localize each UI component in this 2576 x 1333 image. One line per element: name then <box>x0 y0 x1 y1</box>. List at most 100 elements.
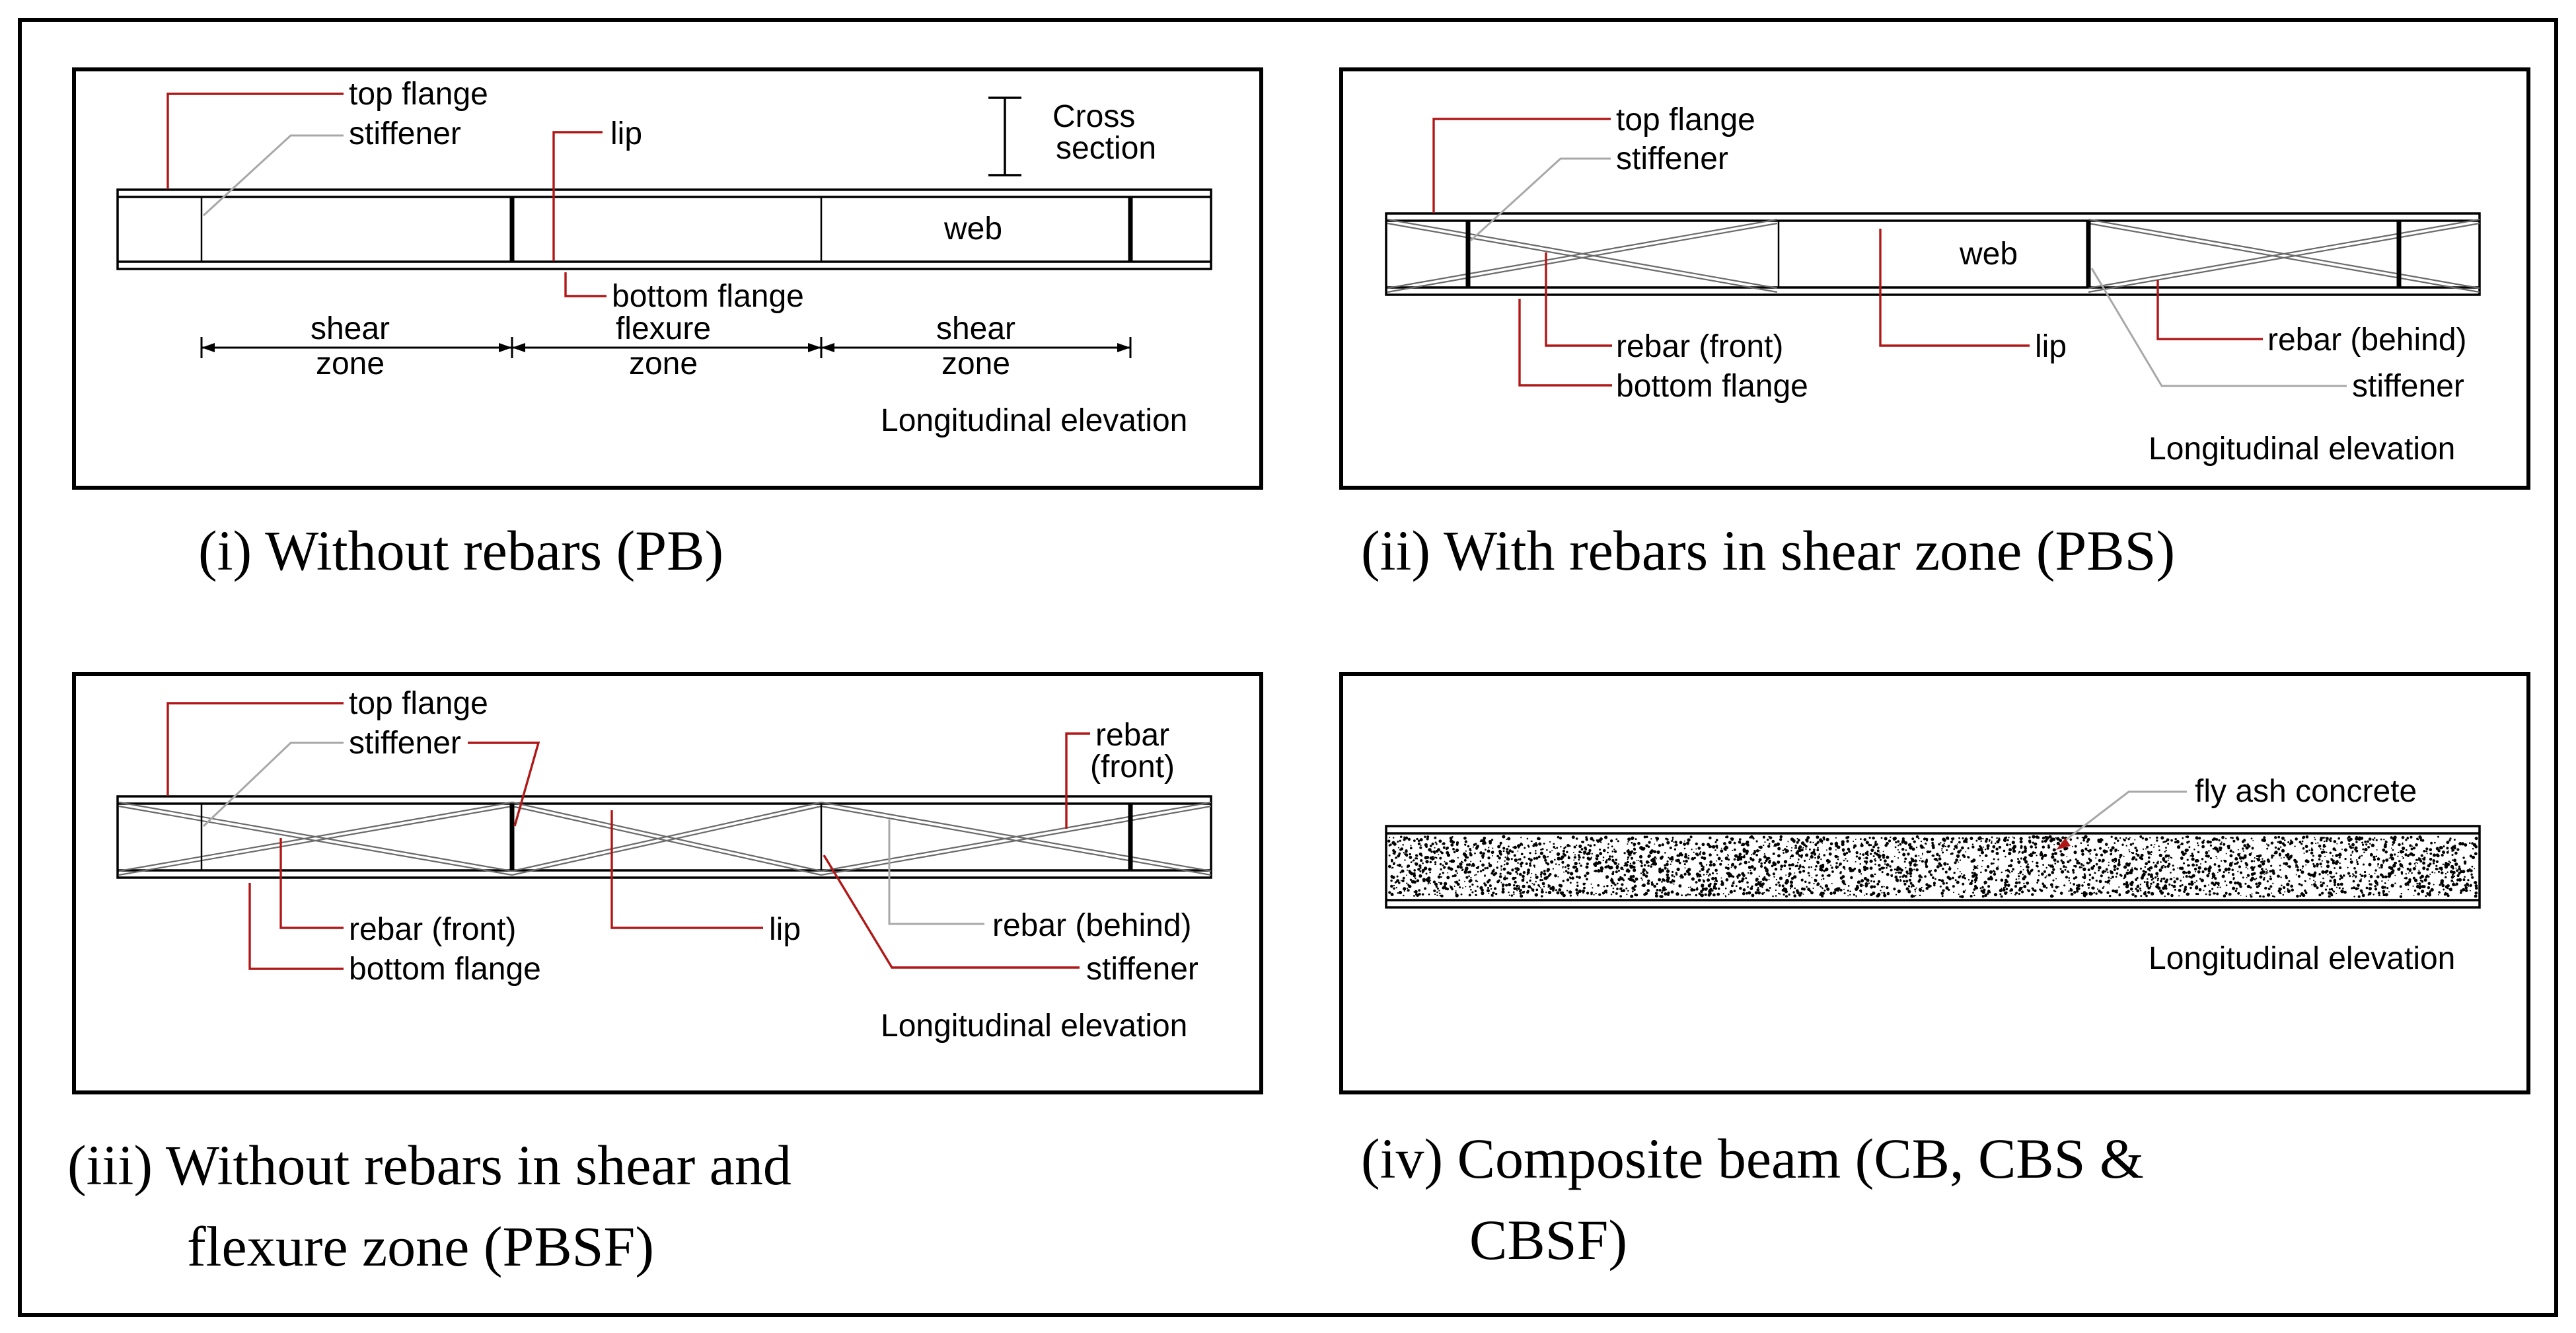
concrete-speckle <box>2147 886 2151 890</box>
concrete-speckle <box>2103 886 2105 888</box>
concrete-speckle <box>2239 853 2241 855</box>
concrete-speckle <box>1958 837 1961 839</box>
concrete-speckle <box>2020 857 2022 860</box>
concrete-speckle <box>1767 845 1771 848</box>
concrete-speckle <box>1979 847 1983 852</box>
concrete-speckle <box>2149 837 2151 839</box>
panel-iii-top-flange-label: top flange <box>349 686 488 721</box>
concrete-speckle <box>2460 892 2462 894</box>
concrete-speckle <box>2140 895 2143 897</box>
concrete-speckle <box>2398 851 2400 854</box>
concrete-speckle <box>1691 857 1695 861</box>
concrete-speckle <box>2316 865 2318 868</box>
concrete-speckle <box>1496 861 1498 863</box>
concrete-speckle <box>1883 867 1886 869</box>
concrete-speckle <box>1615 838 1618 841</box>
concrete-speckle <box>1554 847 1557 849</box>
concrete-speckle <box>1772 895 1774 897</box>
concrete-speckle <box>1650 881 1653 884</box>
concrete-speckle <box>1636 860 1638 861</box>
concrete-speckle <box>1683 842 1687 846</box>
concrete-speckle <box>1904 875 1908 878</box>
concrete-speckle <box>2385 858 2389 862</box>
concrete-speckle <box>2053 858 2057 862</box>
concrete-speckle <box>1687 857 1690 860</box>
concrete-speckle <box>1633 880 1636 883</box>
concrete-speckle <box>2091 876 2094 880</box>
concrete-speckle <box>2153 881 2155 884</box>
concrete-speckle <box>2388 857 2390 859</box>
concrete-speckle <box>2405 839 2408 841</box>
concrete-speckle <box>1415 893 1418 896</box>
concrete-speckle <box>1526 870 1530 874</box>
concrete-speckle <box>2423 878 2427 882</box>
concrete-speckle <box>2150 844 2153 847</box>
concrete-speckle <box>1641 879 1643 881</box>
concrete-speckle <box>2357 895 2361 898</box>
concrete-speckle <box>1785 874 1787 876</box>
concrete-speckle <box>1747 886 1749 888</box>
concrete-speckle <box>1429 860 1432 864</box>
concrete-speckle <box>1575 891 1580 895</box>
concrete-speckle <box>1915 868 1919 872</box>
concrete-speckle <box>1910 894 1914 898</box>
concrete-speckle <box>2451 874 2454 876</box>
concrete-speckle <box>2166 864 2170 868</box>
concrete-speckle <box>2136 853 2140 857</box>
concrete-speckle <box>2452 882 2456 887</box>
concrete-speckle <box>2429 848 2433 852</box>
concrete-speckle <box>2089 892 2093 896</box>
concrete-speckle <box>2221 874 2225 878</box>
concrete-speckle <box>1844 868 1846 870</box>
concrete-speckle <box>2411 845 2413 847</box>
concrete-speckle <box>1984 868 1987 872</box>
concrete-speckle <box>1796 850 1799 853</box>
concrete-speckle <box>1401 866 1403 868</box>
concrete-speckle <box>2168 883 2171 886</box>
concrete-speckle <box>1821 864 1825 868</box>
concrete-speckle <box>1886 886 1889 890</box>
concrete-speckle <box>1913 895 1915 897</box>
concrete-speckle <box>1874 863 1876 866</box>
concrete-speckle <box>2150 882 2153 885</box>
concrete-speckle <box>1919 894 1921 897</box>
concrete-speckle <box>1539 851 1544 855</box>
concrete-speckle <box>1792 841 1796 843</box>
concrete-speckle <box>1673 883 1675 885</box>
concrete-speckle <box>2274 846 2277 849</box>
concrete-speckle <box>1407 837 1411 841</box>
concrete-speckle <box>1928 851 1931 854</box>
concrete-speckle <box>1884 863 1886 865</box>
concrete-speckle <box>2321 870 2325 874</box>
panel-iii-stiffener-leader-2 <box>468 742 540 827</box>
concrete-speckle <box>1522 878 1525 880</box>
concrete-speckle <box>1689 894 1691 896</box>
panel-ii-bottom-flange-leader <box>1518 299 1612 387</box>
concrete-speckle <box>2427 882 2431 886</box>
concrete-speckle <box>1503 863 1506 866</box>
concrete-speckle <box>1831 866 1833 869</box>
concrete-speckle <box>1847 895 1849 897</box>
concrete-speckle <box>1822 836 1825 839</box>
concrete-speckle <box>1855 886 1859 890</box>
concrete-speckle <box>2262 858 2263 860</box>
concrete-speckle <box>2299 895 2302 897</box>
concrete-speckle <box>2384 850 2388 854</box>
concrete-speckle <box>1941 844 1945 848</box>
concrete-speckle <box>2269 875 2271 878</box>
concrete-speckle <box>1985 837 1989 841</box>
concrete-speckle <box>2131 893 2135 896</box>
concrete-speckle <box>1446 876 1450 880</box>
concrete-speckle <box>2386 887 2389 890</box>
concrete-speckle <box>2453 875 2456 878</box>
concrete-speckle <box>1424 856 1428 860</box>
concrete-speckle <box>2281 849 2285 853</box>
concrete-speckle <box>2421 880 2424 883</box>
concrete-speckle <box>1827 859 1831 864</box>
concrete-speckle <box>1552 887 1555 890</box>
concrete-speckle <box>1530 876 1531 878</box>
concrete-speckle <box>1705 864 1708 866</box>
concrete-speckle <box>1388 891 1391 894</box>
concrete-speckle <box>2121 843 2124 846</box>
concrete-speckle <box>2351 843 2355 847</box>
